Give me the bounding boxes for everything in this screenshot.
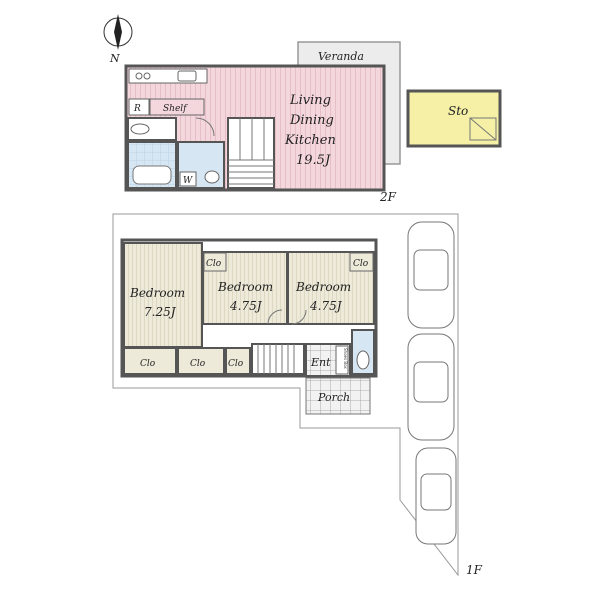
bedroom-right-size: 4.75J [309, 299, 343, 313]
ldk-label-dining: Dining [289, 113, 334, 128]
closet-bottom-3 [225, 347, 251, 375]
door-swing [267, 309, 283, 325]
shelf [149, 98, 205, 116]
refrigerator [128, 98, 150, 116]
closet-mid-label: Clo [206, 259, 222, 269]
door-swing [195, 117, 215, 137]
bedroom-right-label: Bedroom [295, 280, 351, 294]
bedroom-mid-size: 4.75J [229, 299, 263, 313]
bedroom-left-size: 7.25J [144, 305, 177, 319]
floor-2f-label: 2F [379, 190, 397, 204]
closet-bottom-1-label: Clo [140, 359, 156, 369]
bedroom-left [123, 242, 203, 348]
sink-icon [177, 70, 197, 82]
closet-bottom-1 [123, 347, 177, 375]
shoe-box [335, 345, 349, 375]
toilet-icon [130, 123, 150, 135]
bedroom-left-label: Bedroom [129, 286, 185, 300]
closet-right [349, 252, 374, 272]
floor-1f-label: 1F [466, 563, 483, 577]
site-boundary [112, 213, 459, 577]
washer [179, 171, 197, 187]
shelf-label: Shelf [163, 104, 188, 114]
parking-car [407, 221, 455, 329]
ldk-label-living: Living [289, 93, 331, 108]
refrigerator-label: R [133, 104, 141, 114]
closet-right-label: Clo [353, 259, 369, 269]
compass-label: N [109, 52, 120, 65]
floor-2f: Veranda R Shelf W Living Dining Kit [124, 41, 502, 204]
staircase-1f [251, 343, 305, 375]
basin-icon [204, 170, 220, 184]
staircase-2f [227, 117, 275, 189]
closet-bottom-3-label: Clo [228, 359, 244, 369]
closet-bottom-2-label: Clo [190, 359, 206, 369]
stove-icon [143, 72, 151, 80]
floor-1f: Bedroom 7.25J Clo Bedroom 4.75J Clo Bedr… [112, 213, 483, 577]
porch-label: Porch [317, 391, 350, 404]
bedroom-mid-label: Bedroom [217, 280, 273, 294]
shoe-box-label: Shoes Box [343, 348, 348, 369]
parking-car [407, 333, 455, 441]
washer-label: W [183, 176, 193, 186]
storage-label: Sto [448, 104, 468, 118]
porch [305, 377, 371, 415]
storage-hatch [469, 117, 497, 141]
bedroom-right [287, 251, 375, 325]
closet-bottom-2 [177, 347, 225, 375]
parking-car [415, 447, 457, 545]
ldk-label-kitchen: Kitchen [284, 133, 336, 148]
entrance-label: Ent [310, 356, 331, 369]
closet-mid [203, 252, 227, 272]
north-arrow-icon [114, 14, 122, 50]
veranda-label: Veranda [318, 50, 364, 63]
ldk-size: 19.5J [296, 153, 331, 168]
toilet-icon [356, 350, 370, 370]
door-swing [291, 309, 307, 325]
bathtub-icon [132, 165, 172, 185]
stove-icon [135, 72, 143, 80]
compass: N [103, 14, 133, 65]
